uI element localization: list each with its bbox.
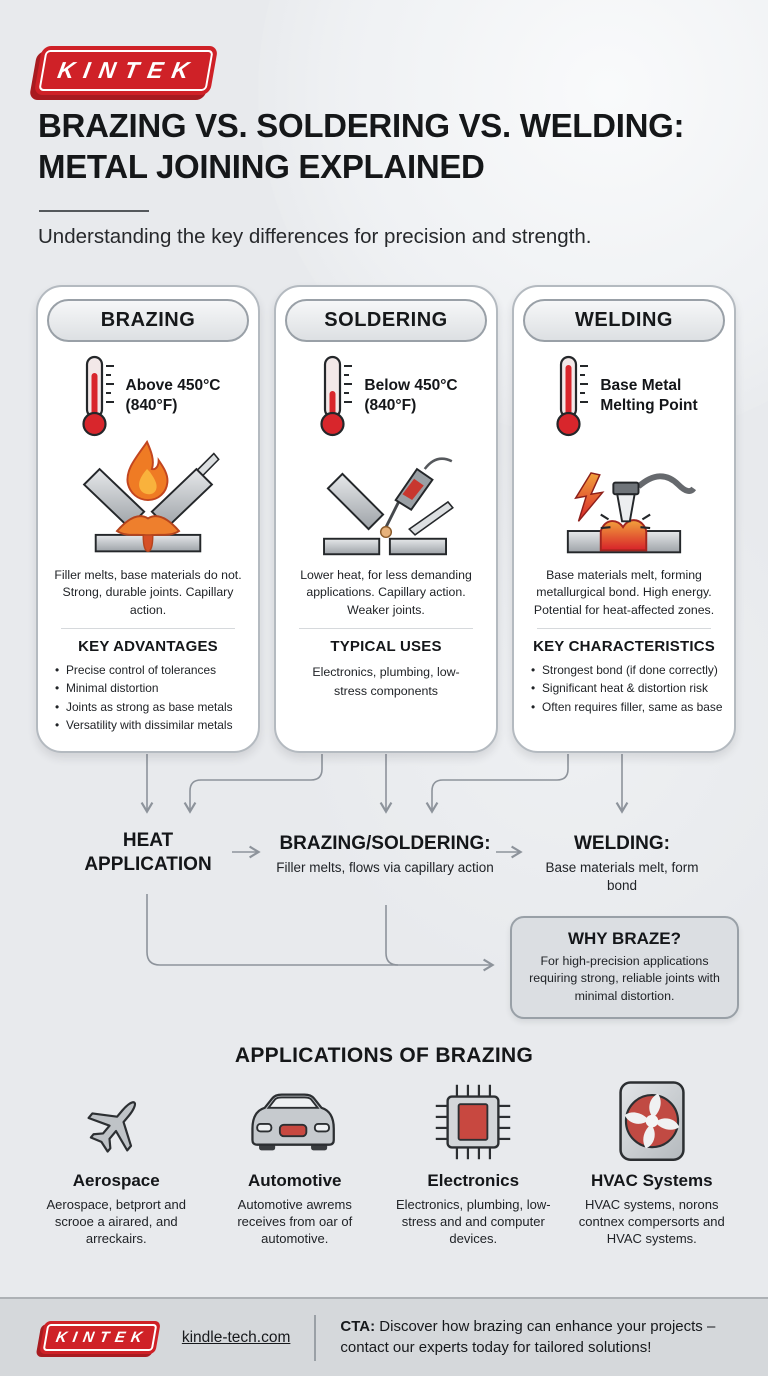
card-brazing-section-title: KEY ADVANTAGES: [78, 638, 218, 656]
application-hvac-label: HVAC Systems: [590, 1171, 713, 1190]
chip-icon: [436, 1084, 511, 1160]
applications-title: APPLICATIONS OF BRAZING: [234, 1044, 534, 1067]
card-welding-temp-row: Base Metal Melting Point: [550, 352, 698, 440]
footer: KINTEK kindle-tech.com CTA: Discover how…: [0, 1297, 768, 1376]
kintek-logo: KINTEK: [33, 46, 218, 95]
card-soldering: SOLDERING Below 450°C (840°F): [274, 285, 498, 753]
website-link[interactable]: kindle-tech.com: [181, 1328, 291, 1346]
bullet-item: Versatility with dissimilar metals: [55, 716, 249, 734]
flow-bs-subtitle: Filler melts, flows via capillary action: [276, 859, 494, 875]
card-divider: [299, 628, 473, 630]
flow-heat-title: HEAT APPLICATION: [84, 830, 212, 875]
application-aerospace-description: Aerospace, betprort and scrooe a airared…: [46, 1197, 186, 1247]
application-automotive-label: Automotive: [248, 1171, 342, 1190]
flow-node-brazing-soldering: BRAZING/SOLDERING: Filler melts, flows v…: [272, 832, 498, 877]
card-welding-section-title: KEY CHARACTERISTICS: [533, 638, 715, 656]
thermometer-icon: [81, 355, 114, 437]
application-aerospace: Aerospace Aerospace, betprort and scrooe…: [30, 1080, 203, 1247]
footer-cta-text: Discover how brazing can enhance your pr…: [340, 1318, 716, 1356]
card-welding: WELDING Base Metal Melting Point: [512, 285, 736, 753]
card-brazing-temp: Above 450°C (840°F): [125, 376, 221, 414]
application-aerospace-label: Aerospace: [72, 1171, 160, 1190]
bullet-item: Significant heat & distortion risk: [531, 679, 725, 697]
footer-cta-label: CTA:: [340, 1318, 376, 1336]
card-soldering-section-title: TYPICAL USES: [330, 638, 442, 656]
application-hvac-description: HVAC systems, norons contnex compersorts…: [578, 1197, 725, 1247]
application-electronics-description: Electronics, plumbing, low-stress and an…: [395, 1197, 551, 1247]
application-electronics-label: Electronics: [427, 1171, 520, 1190]
card-soldering-temp: Below 450°C (840°F): [364, 376, 458, 414]
card-brazing-description: Filler melts, base materials do not. Str…: [54, 568, 242, 617]
flow-welding-title: WELDING:: [573, 833, 671, 854]
card-welding-temp: Base Metal Melting Point: [600, 376, 698, 414]
brazing-illustration: [82, 440, 220, 553]
airplane-icon: [87, 1101, 137, 1153]
car-icon: [251, 1093, 335, 1151]
flow-node-welding: WELDING: Base materials melt, form bond: [532, 832, 712, 894]
card-divider: [61, 628, 235, 630]
why-braze-callout: WHY BRAZE? For high-precision applicatio…: [510, 916, 739, 1020]
bullet-item: Joints as strong as base metals: [55, 698, 249, 716]
page-title: BRAZING VS. SOLDERING VS. WELDING: METAL…: [38, 106, 743, 188]
comparison-cards: BRAZING Above 450°C (840°F): [36, 285, 736, 753]
card-welding-bullets: Strongest bond (if done correctly)Signif…: [523, 661, 725, 715]
card-divider: [537, 628, 711, 630]
fan-icon: [619, 1081, 685, 1161]
card-soldering-uses: Electronics, plumbing, low-stress compon…: [312, 665, 460, 698]
bullet-item: Minimal distortion: [55, 679, 249, 697]
card-welding-description: Base materials melt, forming metallurgic…: [533, 568, 715, 617]
flow-welding-subtitle: Base materials melt, form bond: [545, 859, 699, 893]
thermometer-icon: [320, 355, 353, 437]
card-soldering-temp-row: Below 450°C (840°F): [314, 352, 458, 440]
why-braze-title: WHY BRAZE?: [567, 929, 681, 948]
application-automotive-description: Automotive awrems receives from oar of a…: [237, 1197, 353, 1247]
bullet-item: Strongest bond (if done correctly): [531, 661, 725, 679]
card-soldering-header: SOLDERING: [285, 299, 487, 342]
kintek-footer-logo: KINTEK: [39, 1321, 161, 1354]
thermometer-icon: [556, 355, 589, 437]
card-brazing-header: BRAZING: [47, 299, 249, 342]
why-braze-text: For high-precision applications requirin…: [529, 954, 720, 1003]
card-brazing-temp-row: Above 450°C (840°F): [76, 352, 221, 440]
card-welding-header: WELDING: [523, 299, 725, 342]
bullet-item: Often requires filler, same as base: [531, 698, 725, 716]
footer-divider: [314, 1314, 317, 1361]
card-soldering-description: Lower heat, for less demanding applicati…: [300, 568, 472, 617]
kintek-logo-text: KINTEK: [55, 57, 201, 83]
kintek-footer-logo-text: KINTEK: [54, 1329, 150, 1346]
application-electronics: Electronics Electronics, plumbing, low-s…: [387, 1080, 560, 1247]
application-hvac: HVAC Systems HVAC systems, norons contne…: [566, 1080, 739, 1247]
card-brazing: BRAZING Above 450°C (840°F): [36, 285, 260, 753]
application-automotive: Automotive Automotive awrems receives fr…: [209, 1080, 382, 1247]
page-title-line1: BRAZING VS. SOLDERING VS. WELDING:: [38, 107, 685, 144]
page-title-line2: METAL JOINING EXPLAINED: [38, 147, 485, 185]
welding-illustration: [566, 472, 697, 554]
soldering-illustration: [323, 457, 454, 556]
bullet-item: Precise control of tolerances: [55, 661, 249, 679]
footer-cta: CTA: Discover how brazing can enhance yo…: [340, 1317, 752, 1358]
title-divider: [39, 210, 149, 212]
flow-bs-title: BRAZING/SOLDERING:: [279, 833, 491, 854]
page-subtitle: Understanding the key differences for pr…: [38, 225, 592, 248]
applications-grid: Aerospace Aerospace, betprort and scrooe…: [30, 1080, 738, 1247]
card-brazing-bullets: Precise control of tolerancesMinimal dis…: [47, 661, 249, 733]
flow-node-heat-application: HEAT APPLICATION: [58, 829, 238, 877]
